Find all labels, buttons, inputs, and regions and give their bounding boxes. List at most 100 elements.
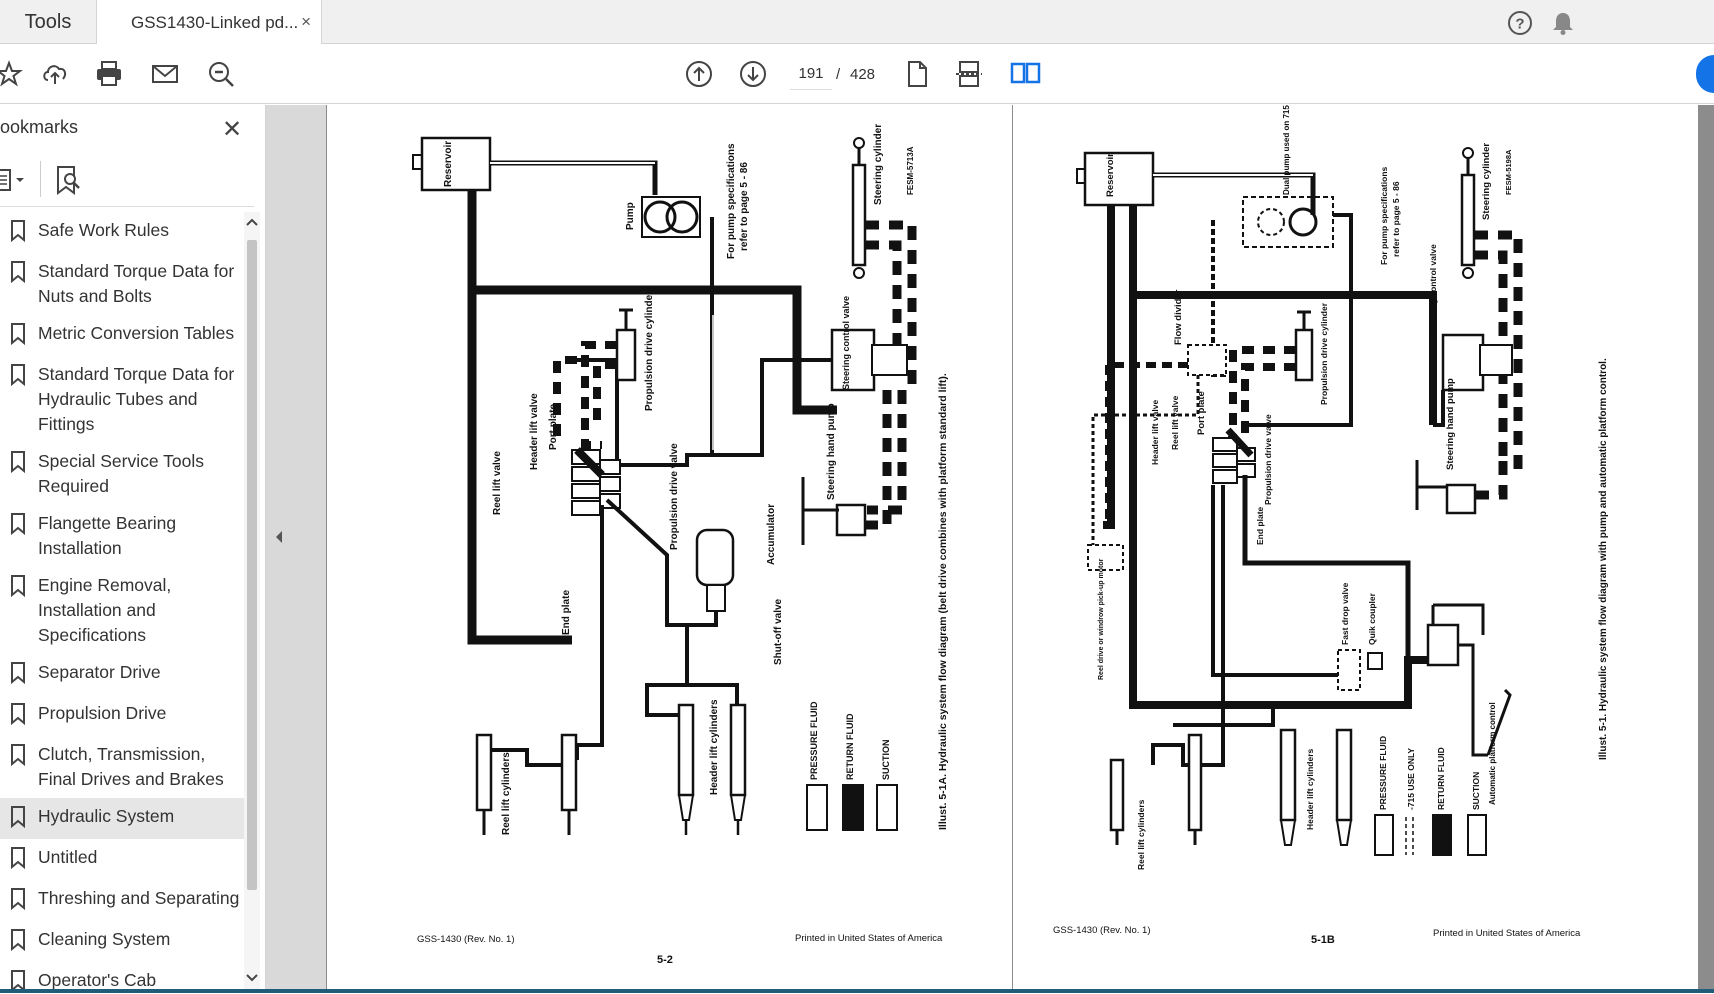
label-steering-hand-pump: Steering hand pump [826, 403, 837, 500]
bookmark-icon [0, 449, 38, 478]
label-flow-divider: Flow divider [1173, 289, 1184, 345]
bookmark-item[interactable]: Standard Torque Data for Hydraulic Tubes… [0, 356, 244, 443]
label-reel-drive-motor: Reel drive or windrow pick-up motor [1098, 558, 1105, 680]
footer-right-rev: GSS-1430 (Rev. No. 1) [1053, 925, 1151, 936]
caption-right: Illust. 5-1. Hydraulic system flow diagr… [1598, 358, 1609, 760]
bookmarks-toolbar [0, 155, 254, 207]
label-steering-hand-pump-right: Steering hand pump [1445, 378, 1456, 470]
bookmark-icon [0, 511, 38, 540]
bookmark-item[interactable]: Untitled [0, 839, 244, 880]
bookmark-scrollbar[interactable] [244, 212, 260, 992]
bookmarks-title: ookmarks [0, 117, 79, 137]
collapse-panel-arrow-icon[interactable] [274, 530, 284, 547]
label-drawing-code-right: FESM-5198A [1504, 149, 1513, 195]
bookmark-item[interactable]: Operator's Cab [0, 962, 244, 992]
fit-page-icon[interactable] [952, 57, 986, 91]
label-reservoir-right: Reservoir [1105, 153, 1116, 197]
bookmark-item[interactable]: Safe Work Rules [0, 212, 244, 253]
bookmark-icon [0, 218, 38, 247]
bookmark-icon [0, 362, 38, 391]
label-pump-spec-2: refer to page 5 - 86 [739, 162, 750, 251]
bookmark-label: Operator's Cab [38, 970, 157, 990]
account-avatar[interactable] [1696, 55, 1714, 93]
bookmark-label: Propulsion Drive [38, 703, 167, 723]
bookmark-label: Clutch, Transmission, Final Drives and B… [38, 744, 224, 789]
bookmark-item[interactable]: Clutch, Transmission, Final Drives and B… [0, 736, 244, 798]
label-reel-lift-cylinders-right: Reel lift cylinders [1136, 799, 1146, 870]
pdf-page-right: Reservoir Dual pump used on 715 Combine … [1013, 0, 1698, 989]
label-propulsion-drive-valve: Propulsion drive valve [669, 443, 680, 550]
add-bookmark-icon[interactable] [54, 165, 84, 200]
bell-icon[interactable] [1550, 10, 1576, 41]
caption-left: Illust. 5-1A. Hydraulic system flow diag… [937, 373, 949, 830]
bookmark-item[interactable]: Metric Conversion Tables [0, 315, 244, 356]
zoom-out-icon[interactable] [204, 57, 238, 91]
page-up-icon[interactable] [682, 57, 716, 91]
scroll-down-arrow[interactable] [246, 972, 258, 986]
label-pump-spec-1: For pump specifications [726, 143, 737, 259]
tab-tools[interactable]: Tools [24, 10, 72, 33]
label-steering-cylinder-right: Steering cylinder [1481, 143, 1492, 220]
bookmark-item[interactable]: Standard Torque Data for Nuts and Bolts [0, 253, 244, 315]
label-reel-lift-valve: Reel lift valve [492, 451, 503, 515]
scroll-thumb[interactable] [247, 240, 257, 890]
bookmark-item[interactable]: Flangette Bearing Installation [0, 505, 244, 567]
bookmark-label: Separator Drive [38, 662, 161, 682]
help-icon[interactable]: ? [1506, 9, 1534, 42]
bookmark-icon [0, 742, 38, 771]
label-header-lift-valve-right: Header lift valve [1150, 400, 1160, 465]
label-drawing-code: FESM-5713A [906, 146, 915, 195]
bookmark-item[interactable]: Engine Removal, Installation and Specifi… [0, 567, 244, 654]
label-shutoff-valve: Shut-off valve [773, 598, 784, 665]
page-number-input[interactable]: 191 [790, 58, 832, 90]
page-down-icon[interactable] [736, 57, 770, 91]
bookmark-label: Special Service Tools Required [38, 451, 205, 496]
bookmark-item[interactable]: Propulsion Drive [0, 695, 244, 736]
bookmark-item[interactable]: Hydraulic System [0, 798, 244, 839]
legend-return-fluid: RETURN FLUID [845, 713, 855, 780]
label-accumulator: Accumulator [766, 504, 777, 565]
star-icon[interactable] [0, 57, 26, 91]
bookmark-label: Standard Torque Data for Nuts and Bolts [38, 261, 235, 306]
page-total: 428 [850, 65, 876, 83]
bookmark-item[interactable]: Separator Drive [0, 654, 244, 695]
upload-icon[interactable] [38, 57, 72, 91]
bookmark-label: Untitled [38, 847, 98, 867]
close-bookmarks-button[interactable]: ✕ [222, 116, 243, 143]
email-icon[interactable] [148, 57, 182, 91]
label-pump: Pump [625, 202, 636, 230]
page-separator: / [836, 65, 841, 83]
label-steering-cylinder: Steering cylinder [873, 124, 884, 205]
single-page-icon[interactable] [900, 57, 934, 91]
legend-return-fluid-right: RETURN FLUID [1436, 747, 1446, 810]
bookmark-item[interactable]: Special Service Tools Required [0, 443, 244, 505]
two-page-icon[interactable] [1008, 57, 1042, 91]
legend-pressure-fluid-right: PRESSURE FLUID [1378, 736, 1388, 810]
label-reservoir: Reservoir [443, 141, 454, 187]
label-auto-platform-control: Automatic platform control [1488, 702, 1497, 805]
bookmark-label: Metric Conversion Tables [38, 323, 235, 343]
bookmark-label: Standard Torque Data for Hydraulic Tubes… [38, 364, 235, 434]
bookmark-item[interactable]: Threshing and Separating [0, 880, 244, 921]
pdf-page-left: Reservoir Pump For pump specifications r… [327, 105, 1012, 989]
bookmark-item[interactable]: Cleaning System [0, 921, 244, 962]
tab-bar: Tools GSS1430-Linked pd... × ? [0, 0, 1714, 45]
label-header-lift-cylinders-right: Header lift cylinders [1305, 748, 1315, 830]
bookmark-icon [0, 660, 38, 689]
legend-suction: SUCTION [881, 740, 891, 781]
label-propulsion-drive-valve-right: Propulsion drive valve [1263, 414, 1273, 505]
scroll-up-arrow[interactable] [246, 216, 258, 230]
label-pump-spec-1-right: For pump specifications [1379, 166, 1389, 265]
bookmark-icon [0, 573, 38, 602]
label-quik-coupler: Quik coupler [1367, 592, 1377, 645]
legend-715-use-only: -715 USE ONLY [1406, 748, 1416, 810]
label-dual-pump: Dual pump used on 715 Combine with reel … [1282, 105, 1291, 195]
status-strip [0, 989, 1714, 993]
page-number-left: 5-2 [657, 954, 673, 966]
tab-close-button[interactable]: × [301, 12, 311, 31]
tab-document[interactable]: GSS1430-Linked pd... × [96, 0, 322, 45]
document-gutter [266, 105, 326, 993]
print-icon[interactable] [92, 57, 126, 91]
bookmark-options-icon[interactable] [0, 167, 32, 198]
